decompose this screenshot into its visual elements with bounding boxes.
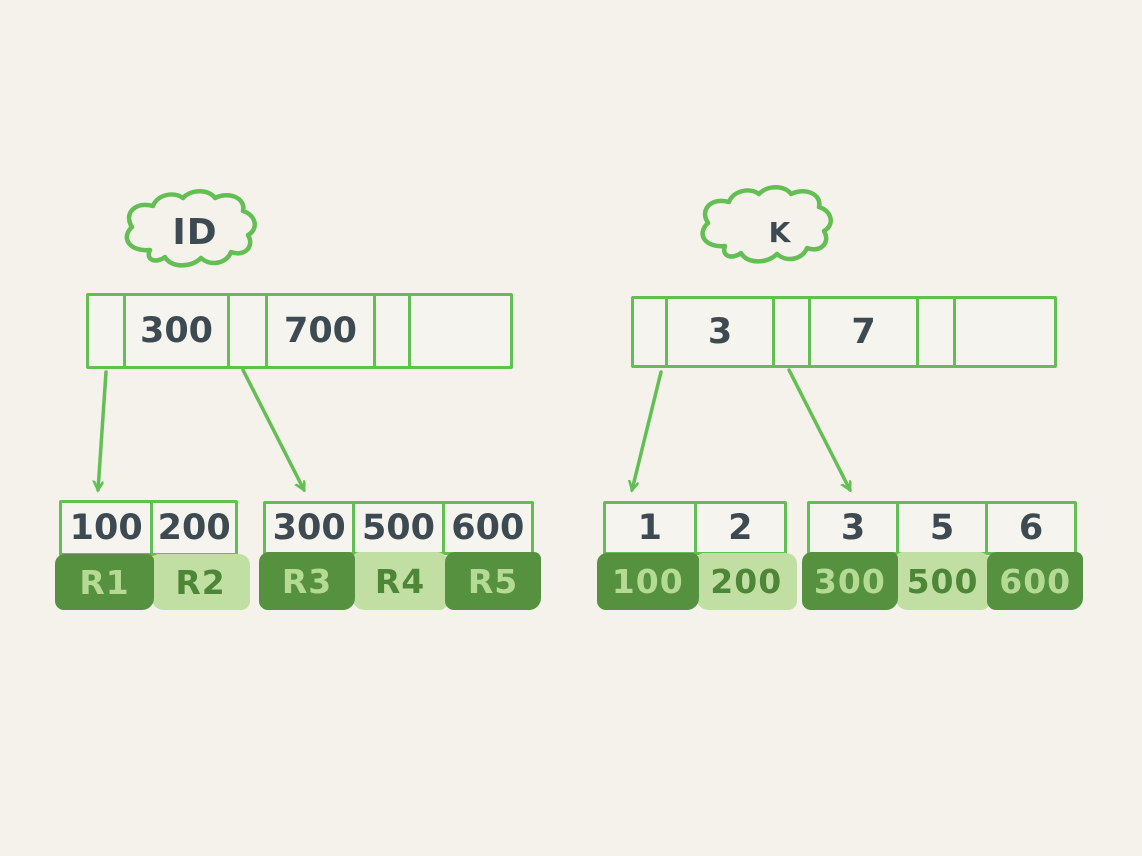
id-cloud-label: ID	[172, 212, 218, 253]
id-internal-node: 300 700	[86, 293, 513, 369]
k-node-to-leaf2-arrow	[787, 368, 852, 490]
key-cell: 600	[451, 508, 525, 548]
id-leaf1-records: R1 R2	[55, 554, 250, 610]
record-cell: R4	[352, 552, 448, 610]
record-cell: R5	[445, 552, 541, 610]
k-leaf2-records: 300 500 600	[802, 552, 1084, 610]
record-cell: 200	[695, 553, 797, 610]
node-cell	[230, 296, 268, 366]
node-cell	[634, 299, 668, 365]
k-cloud-icon	[700, 185, 833, 264]
node-cell	[411, 296, 510, 366]
key-cell: 5	[899, 504, 988, 552]
key-cell: 6	[1018, 508, 1044, 548]
id-leaf2-records: R3 R4 R5	[259, 552, 541, 610]
id-cloud-icon	[124, 189, 257, 268]
node-cell: 7	[811, 299, 919, 365]
id-leaf1-keys: 100 200	[59, 500, 238, 556]
node-cell	[89, 296, 126, 366]
node-cell: 3	[668, 299, 775, 365]
record-cell: 100	[597, 553, 699, 610]
key-cell: 300	[266, 504, 356, 552]
key-cell: 2	[728, 508, 753, 548]
key-cell: 500	[355, 504, 445, 552]
id-leaf2-keys: 300 500 600	[263, 501, 534, 555]
k-leaf1-records: 100 200	[597, 553, 797, 610]
record-cell: R1	[55, 554, 154, 610]
key-cell: 3	[810, 504, 899, 552]
record-cell: 300	[802, 552, 898, 610]
record-cell: R3	[259, 552, 355, 610]
k-leaf1-keys: 1 2	[603, 501, 787, 555]
key-cell: 1	[606, 504, 697, 552]
id-node-to-leaf1-arrow	[98, 370, 108, 490]
key-cell: 100	[62, 503, 154, 553]
id-node-to-leaf2-arrow	[241, 368, 306, 490]
k-cloud-label: K	[768, 216, 792, 249]
node-cell	[775, 299, 811, 365]
node-cell	[956, 299, 1054, 365]
record-cell: R2	[151, 554, 250, 610]
key-cell: 200	[157, 508, 231, 548]
k-node-to-leaf1-arrow	[632, 370, 663, 490]
node-cell	[376, 296, 411, 366]
record-cell: 600	[987, 552, 1084, 610]
node-cell: 300	[126, 296, 230, 366]
node-cell	[919, 299, 956, 365]
k-leaf2-keys: 3 5 6	[807, 501, 1077, 555]
record-cell: 500	[894, 552, 991, 610]
k-internal-node: 3 7	[631, 296, 1057, 368]
node-cell: 700	[268, 296, 376, 366]
